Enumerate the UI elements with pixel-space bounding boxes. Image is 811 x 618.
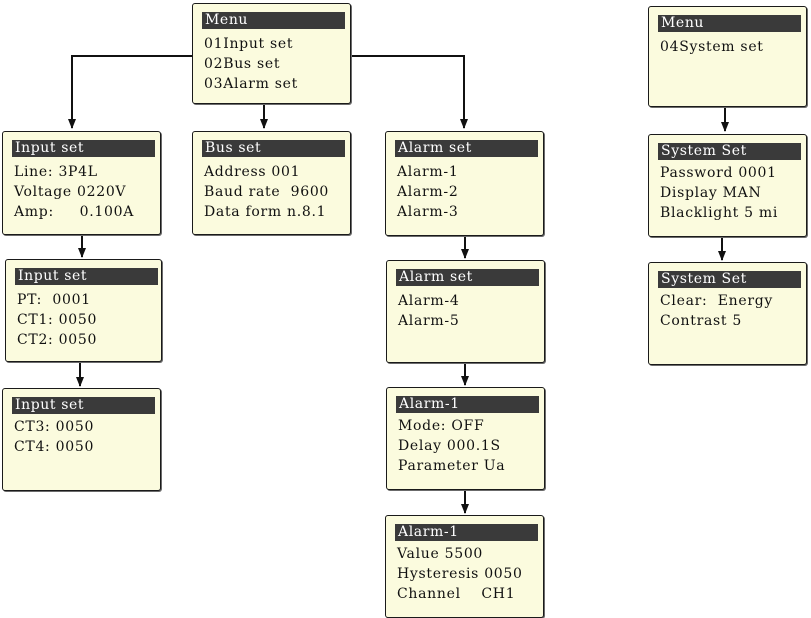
system-set-1-password: Password 0001 (660, 165, 777, 181)
alarm-set-1-alarm-2: Alarm-2 (397, 184, 459, 200)
alarm-set-1-title: Alarm set (395, 140, 538, 157)
input-set-1-voltage: Voltage 0220V (14, 184, 127, 200)
bus-set-data-form: Data form n.8.1 (204, 204, 327, 220)
arrow-menu-to-input-set (68, 55, 192, 129)
input-set-screen-1: Input set Line: 3P4L Voltage 0220V Amp: … (2, 131, 161, 235)
alarm1-detail-1-parameter: Parameter Ua (398, 458, 506, 474)
system-set-1-display: Display MAN (660, 185, 762, 201)
menu-main-screen: Menu 01Input set 02Bus set 03Alarm set (192, 3, 351, 104)
alarm-set-screen-2: Alarm set Alarm-4 Alarm-5 (386, 260, 545, 363)
alarm1-detail-screen-1: Alarm-1 Mode: OFF Delay 000.1S Parameter… (386, 387, 545, 490)
input-set-3-ct4: CT4: 0050 (14, 439, 95, 455)
alarm1-detail-2-channel: Channel CH1 (397, 586, 516, 602)
system-set-1-blacklight: Blacklight 5 mi (660, 205, 779, 221)
alarm-set-screen-1: Alarm set Alarm-1 Alarm-2 Alarm-3 (385, 131, 544, 236)
bus-set-address: Address 001 (204, 164, 301, 180)
alarm-set-2-alarm-4: Alarm-4 (398, 293, 460, 309)
menu-system-title: Menu (658, 15, 801, 32)
alarm1-detail-1-delay: Delay 000.1S (398, 438, 501, 454)
alarm-set-2-title: Alarm set (396, 269, 539, 286)
menu-system-screen: Menu 04System set (648, 6, 807, 107)
input-set-screen-3: Input set CT3: 0050 CT4: 0050 (2, 388, 161, 491)
input-set-2-ct1: CT1: 0050 (17, 312, 98, 328)
input-set-screen-2: Input set PT: 0001 CT1: 0050 CT2: 0050 (5, 259, 162, 362)
menu-item-input-set: 01Input set (204, 36, 294, 52)
system-set-screen-1: System Set Password 0001 Display MAN Bla… (648, 134, 807, 237)
alarm1-detail-1-title: Alarm-1 (396, 396, 539, 413)
input-set-1-amp: Amp: 0.100A (14, 204, 135, 220)
alarm1-detail-2-title: Alarm-1 (395, 524, 538, 541)
bus-set-screen: Bus set Address 001 Baud rate 9600 Data … (192, 131, 351, 235)
alarm-set-1-alarm-1: Alarm-1 (397, 164, 459, 180)
menu-item-bus-set: 02Bus set (204, 56, 281, 72)
bus-set-title: Bus set (202, 140, 345, 157)
system-set-screen-2: System Set Clear: Energy Contrast 5 (648, 262, 807, 365)
system-set-2-title: System Set (658, 271, 801, 288)
bus-set-baud-rate: Baud rate 9600 (204, 184, 330, 200)
system-set-1-title: System Set (658, 143, 801, 160)
input-set-2-pt: PT: 0001 (17, 292, 91, 308)
arrow-menu-to-alarm-set (351, 55, 468, 129)
input-set-3-title: Input set (12, 397, 155, 414)
alarm1-detail-screen-2: Alarm-1 Value 5500 Hysteresis 0050 Chann… (385, 515, 544, 618)
system-set-2-contrast: Contrast 5 (660, 313, 742, 329)
menu-item-system-set: 04System set (660, 39, 764, 55)
alarm1-detail-2-value: Value 5500 (397, 546, 484, 562)
alarm1-detail-2-hysteresis: Hysteresis 0050 (397, 566, 523, 582)
input-set-2-title: Input set (15, 268, 158, 285)
input-set-2-ct2: CT2: 0050 (17, 332, 98, 348)
input-set-1-title: Input set (12, 140, 155, 157)
input-set-3-ct3: CT3: 0050 (14, 419, 95, 435)
system-set-2-clear: Clear: Energy (660, 293, 774, 309)
alarm1-detail-1-mode: Mode: OFF (398, 418, 485, 434)
input-set-1-line: Line: 3P4L (14, 164, 98, 180)
menu-main-title: Menu (202, 12, 345, 29)
alarm-set-2-alarm-5: Alarm-5 (398, 313, 460, 329)
menu-item-alarm-set: 03Alarm set (204, 76, 298, 92)
alarm-set-1-alarm-3: Alarm-3 (397, 204, 459, 220)
